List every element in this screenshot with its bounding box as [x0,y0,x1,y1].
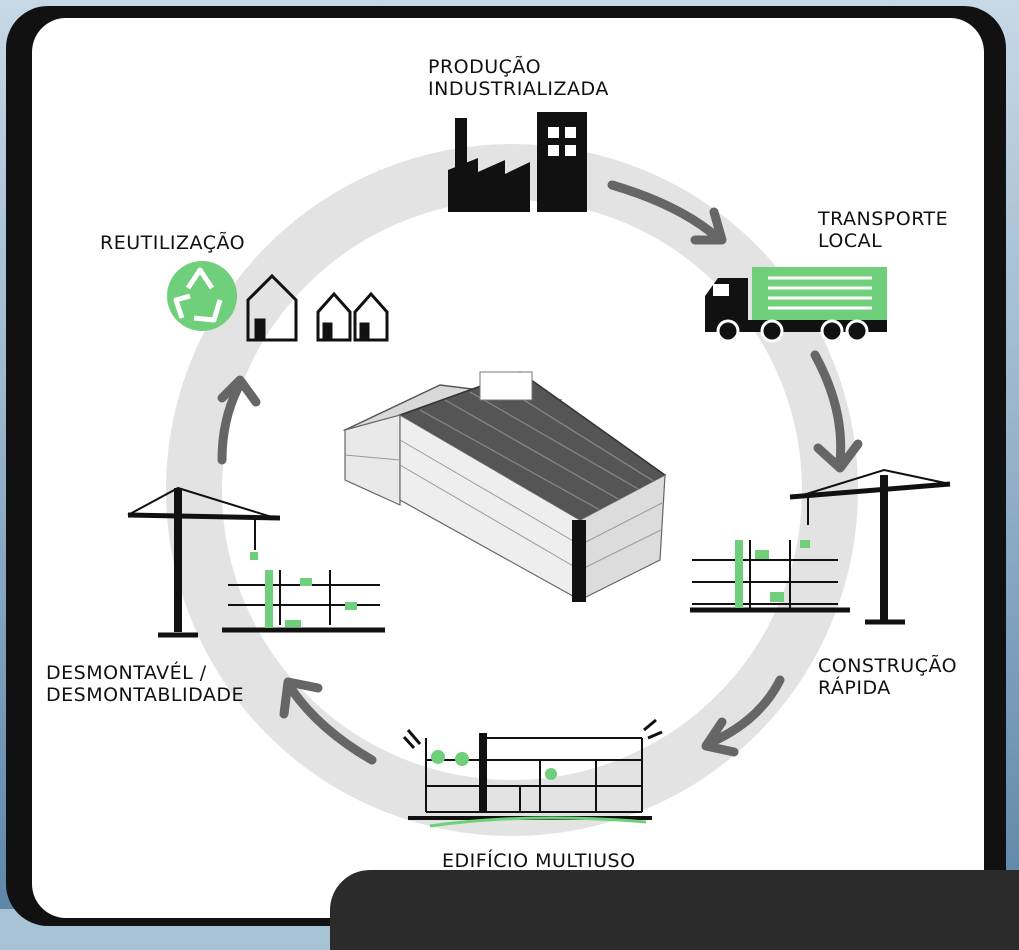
arrow-producao-transporte [607,180,723,243]
label-reutilizacao-line1: REUTILIZAÇÃO [100,232,246,254]
label-producao-line1: PRODUÇÃO [428,56,542,78]
deconstruction-grid [222,552,385,633]
label-edificio-line1: EDIFÍCIO MULTIUSO [442,850,636,872]
label-transporte: TRANSPORTE LOCAL [818,208,948,252]
crane-icon-construcao [789,468,951,625]
label-transporte-line2: LOCAL [818,230,883,252]
house-icons [246,273,389,342]
arrow-construcao-edificio [707,675,785,747]
arrow-transporte-construcao [810,350,846,467]
arrow-head-3 [701,717,739,757]
building-illustration [342,371,667,602]
arrow-head-5 [217,375,261,407]
label-producao: PRODUÇÃO INDUSTRIALIZADA [428,56,609,100]
label-producao-line2: INDUSTRIALIZADA [428,78,609,100]
construction-grid [690,540,850,613]
label-construcao-line2: RÁPIDA [818,677,891,699]
arrow-edificio-desmontavel [287,685,377,765]
crane-icon-desmontavel [127,486,281,638]
arrow-head-4 [279,677,323,719]
label-desmontavel-line2: DESMONTABLIDADE [46,684,245,706]
label-edificio: EDIFÍCIO MULTIUSO [442,850,636,872]
arrow-head-2 [813,439,863,473]
label-reutilizacao: REUTILIZAÇÃO [100,232,245,254]
label-construcao: CONSTRUÇÃO RÁPIDA [818,655,957,699]
lifecycle-diagram [127,112,951,836]
recycle-icon [167,261,237,331]
label-desmontavel-line1: DESMONTAVÉL / [46,662,207,684]
arrow-desmontavel-reutilizacao [217,383,243,465]
label-desmontavel: DESMONTAVÉL / DESMONTABLIDADE [46,662,244,706]
bottom-dark-tab [330,870,1019,950]
label-construcao-line1: CONSTRUÇÃO [818,655,958,677]
cycle-arrows [217,180,863,765]
building-section-icon [402,718,663,828]
arrow-head-1 [690,207,727,245]
truck-icon [705,267,887,343]
factory-icon [448,112,587,212]
label-transporte-line1: TRANSPORTE [818,208,949,230]
